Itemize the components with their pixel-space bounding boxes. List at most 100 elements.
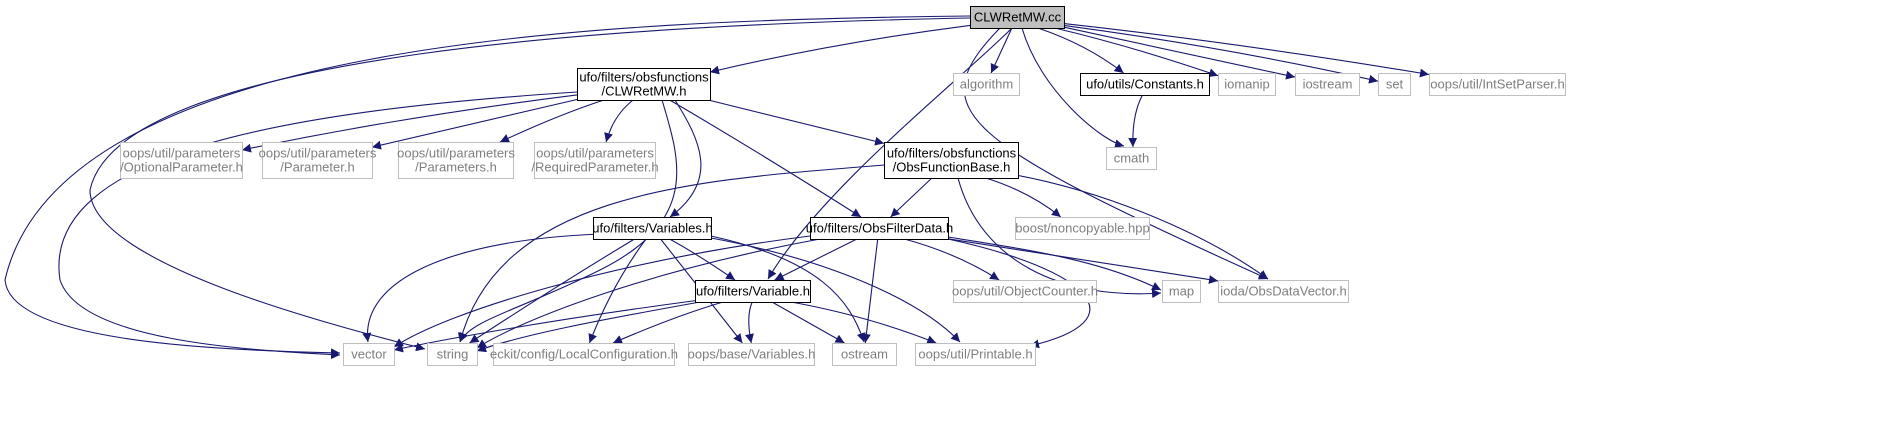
node-label: ufo/filters/ObsFilterData.h xyxy=(806,221,953,236)
node-string: string xyxy=(427,343,478,366)
node-label: /Parameters.h xyxy=(415,160,497,175)
node-box xyxy=(262,142,373,179)
node-box xyxy=(1429,73,1566,96)
node-variable_h[interactable]: ufo/filters/Variable.h xyxy=(695,280,811,303)
node-layer: CLWRetMW.cc ufo/filters/obsfunctions/CLWR… xyxy=(120,6,1566,366)
node-parameters_h: oops/util/parameters/Parameters.h xyxy=(397,142,515,179)
node-box xyxy=(120,142,243,179)
node-label: vector xyxy=(351,347,387,362)
edge-obsfunctionbase_h-to-map xyxy=(957,177,1162,299)
edge-obsfunctionbase_h-to-obsdatavector_h xyxy=(1009,173,1269,280)
node-box xyxy=(810,217,949,240)
edge-variable_h-to-vector xyxy=(393,299,701,353)
node-objectcounter_h: oops/util/ObjectCounter.h xyxy=(952,280,1098,303)
node-obsfunctionbase_h[interactable]: ufo/filters/obsfunctions/ObsFunctionBase… xyxy=(884,142,1019,179)
edge-obsfunctionbase_h-to-noncopyable_hpp xyxy=(985,177,1062,218)
edge-obsfilterdata_h-to-vector xyxy=(393,235,811,348)
node-label: ioda/ObsDataVector.h xyxy=(1220,284,1346,299)
node-constants_h[interactable]: ufo/utils/Constants.h xyxy=(1080,73,1210,96)
edge-clwretmw_cc-to-constants_h xyxy=(1037,27,1124,74)
node-clwretmw_cc[interactable]: CLWRetMW.cc xyxy=(970,6,1065,29)
node-box xyxy=(953,280,1097,303)
edge-clwretmw_cc-to-algorithm xyxy=(990,27,1013,74)
edge-variables_h-to-vector xyxy=(362,233,601,343)
edge-variables_h-to-variable_h xyxy=(669,238,736,281)
edge-clwretmw_cc-to-vector xyxy=(4,15,971,358)
node-label: /Parameter.h xyxy=(280,160,354,175)
node-optionalparameter_h: oops/util/parameters/OptionalParameter.h xyxy=(120,142,243,179)
node-vector: vector xyxy=(343,343,395,366)
node-box xyxy=(1080,73,1210,96)
node-box xyxy=(577,68,711,101)
edge-clwretmw_h-to-parameters_h xyxy=(499,99,605,143)
node-label: /RequiredParameter.h xyxy=(531,160,658,175)
edge-clwretmw_cc-to-iostream xyxy=(1063,26,1296,80)
node-algorithm: algorithm xyxy=(953,73,1020,96)
node-box xyxy=(427,343,478,366)
node-label: eckit/config/LocalConfiguration.h xyxy=(490,347,678,362)
node-box xyxy=(343,343,395,366)
edge-clwretmw_h-to-vector xyxy=(58,91,578,360)
node-box xyxy=(1106,147,1157,170)
edge-clwretmw_h-to-string xyxy=(459,99,678,343)
node-label: /CLWRetMW.h xyxy=(602,84,687,99)
node-label: oops/util/ObjectCounter.h xyxy=(952,284,1098,299)
node-map: map xyxy=(1162,280,1201,303)
edge-layer xyxy=(4,15,1430,360)
node-box xyxy=(953,73,1020,96)
node-box xyxy=(1162,280,1201,303)
edge-obsfunctionbase_h-to-string xyxy=(457,164,885,343)
node-parameter_h: oops/util/parameters/Parameter.h xyxy=(259,142,377,179)
node-box xyxy=(832,343,897,366)
node-obsfilterdata_h[interactable]: ufo/filters/ObsFilterData.h xyxy=(806,217,953,240)
edge-clwretmw_h-to-obsfilterdata_h xyxy=(669,99,862,218)
node-label: ufo/filters/obsfunctions xyxy=(887,146,1017,161)
node-noncopyable_hpp: boost/noncopyable.hpp xyxy=(1015,217,1150,240)
node-box xyxy=(1295,73,1360,96)
node-printable_h: oops/util/Printable.h xyxy=(915,343,1036,366)
edge-variable_h-to-localconfiguration_h xyxy=(612,301,724,344)
node-label: iostream xyxy=(1303,77,1353,92)
node-label: oops/util/parameters xyxy=(259,146,377,161)
node-box xyxy=(1015,217,1150,240)
edge-clwretmw_h-to-parameter_h xyxy=(371,98,578,150)
node-iostream: iostream xyxy=(1295,73,1360,96)
edge-clwretmw_h-to-optionalparameter_h xyxy=(241,94,578,153)
edge-obsfilterdata_h-to-obsdatavector_h xyxy=(947,238,1219,284)
node-label: /ObsFunctionBase.h xyxy=(893,160,1011,175)
edge-clwretmw_cc-to-set xyxy=(1063,24,1379,84)
node-label: ufo/filters/obsfunctions xyxy=(579,70,709,85)
node-ostream: ostream xyxy=(832,343,897,366)
node-box xyxy=(398,142,514,179)
node-box xyxy=(915,343,1036,366)
node-label: oops/util/Printable.h xyxy=(918,347,1032,362)
edge-clwretmw_cc-to-intsetparser_h xyxy=(1063,23,1430,78)
edge-variable_h-to-ostream xyxy=(771,301,845,344)
edge-obsfilterdata_h-to-variable_h xyxy=(774,238,858,281)
node-iomanip: iomanip xyxy=(1218,73,1276,96)
node-box xyxy=(1378,73,1411,96)
node-label: ufo/filters/Variables.h xyxy=(592,221,712,236)
edge-obsfunctionbase_h-to-obsfilterdata_h xyxy=(890,177,933,218)
node-set: set xyxy=(1378,73,1411,96)
edge-obsfilterdata_h-to-string xyxy=(476,238,821,349)
node-label: /OptionalParameter.h xyxy=(120,160,243,175)
edge-variable_h-to-oops_variables_h xyxy=(745,301,754,344)
node-oops_variables_h: oops/base/Variables.h xyxy=(688,343,815,366)
node-box xyxy=(884,142,1019,179)
node-box xyxy=(1218,280,1349,303)
node-clwretmw_h[interactable]: ufo/filters/obsfunctions/CLWRetMW.h xyxy=(577,68,711,101)
node-label: boost/noncopyable.hpp xyxy=(1015,221,1149,236)
node-label: set xyxy=(1386,77,1404,92)
node-box xyxy=(970,6,1065,29)
node-label: map xyxy=(1169,284,1194,299)
node-label: ostream xyxy=(841,347,888,362)
node-label: CLWRetMW.cc xyxy=(974,10,1062,25)
edge-clwretmw_cc-to-string xyxy=(89,17,971,352)
node-box xyxy=(534,142,656,179)
node-label: ufo/utils/Constants.h xyxy=(1086,77,1204,92)
node-box xyxy=(593,217,712,240)
node-variables_h[interactable]: ufo/filters/Variables.h xyxy=(592,217,713,240)
node-obsdatavector_h: ioda/ObsDataVector.h xyxy=(1218,280,1349,303)
edge-clwretmw_cc-to-cmath xyxy=(1021,27,1125,149)
